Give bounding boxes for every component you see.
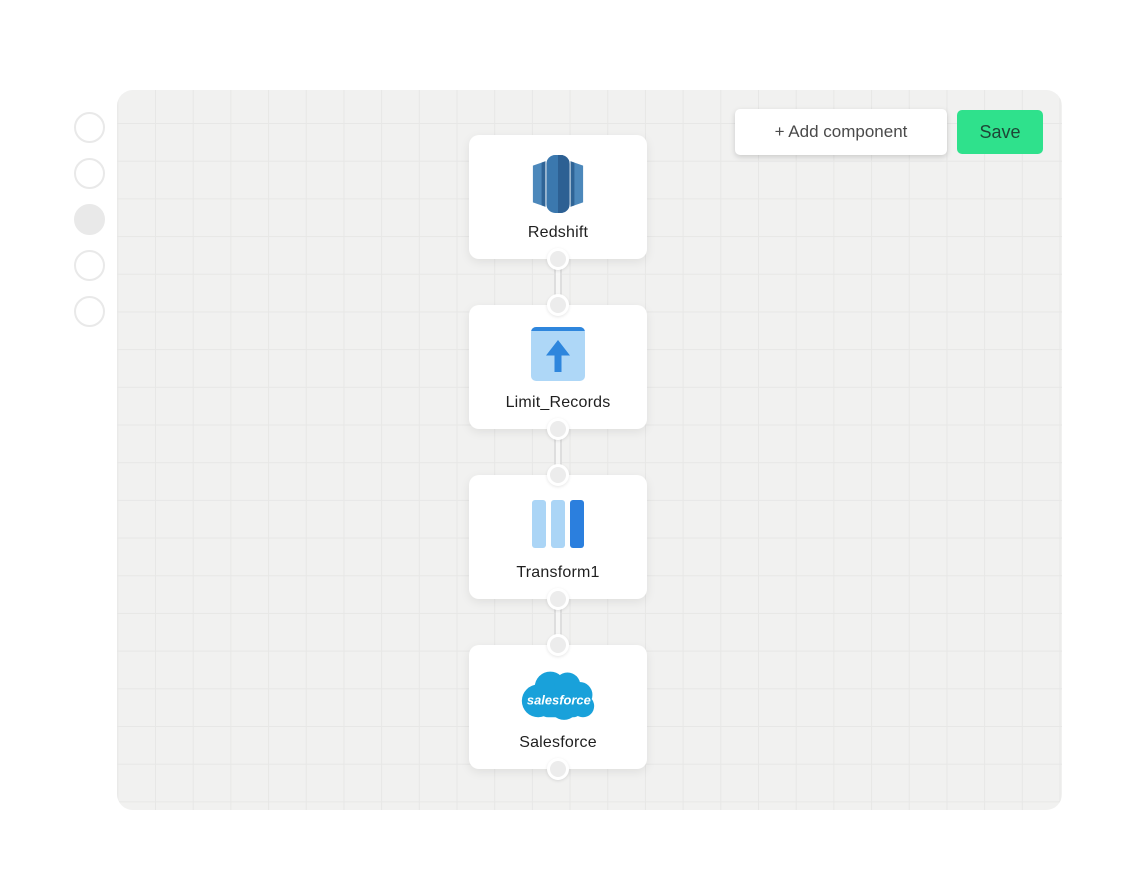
node-label-limit-records: Limit_Records [505, 393, 611, 411]
stepper-dot-4[interactable] [74, 250, 105, 281]
port-transform1-in[interactable] [547, 464, 569, 486]
salesforce-icon: salesforce [514, 663, 602, 725]
stepper-dot-2[interactable] [74, 158, 105, 189]
edge-limitrecords-transform1 [554, 429, 562, 475]
node-limit-records[interactable]: Limit_Records [469, 305, 647, 429]
node-label-redshift: Redshift [527, 223, 589, 241]
edge-redshift-limitrecords [554, 259, 562, 305]
left-stepper [74, 112, 105, 327]
node-redshift[interactable]: Redshift [469, 135, 647, 259]
port-redshift-out[interactable] [547, 248, 569, 270]
node-label-salesforce: Salesforce [519, 733, 597, 751]
node-label-transform1: Transform1 [516, 563, 600, 581]
port-limit-records-out[interactable] [547, 418, 569, 440]
limit-records-icon [531, 323, 585, 385]
transform-icon [532, 493, 584, 555]
salesforce-logo-text: salesforce [527, 692, 591, 707]
node-transform1[interactable]: Transform1 [469, 475, 647, 599]
port-salesforce-out[interactable] [547, 758, 569, 780]
redshift-icon [530, 153, 586, 215]
add-component-button[interactable]: + Add component [735, 109, 947, 155]
port-transform1-out[interactable] [547, 588, 569, 610]
node-salesforce[interactable]: salesforce Salesforce [469, 645, 647, 769]
stepper-dot-1[interactable] [74, 112, 105, 143]
port-salesforce-in[interactable] [547, 634, 569, 656]
stepper-dot-3-active[interactable] [74, 204, 105, 235]
stepper-dot-5[interactable] [74, 296, 105, 327]
save-button[interactable]: Save [957, 110, 1043, 154]
edge-transform1-salesforce [554, 599, 562, 645]
port-limit-records-in[interactable] [547, 294, 569, 316]
